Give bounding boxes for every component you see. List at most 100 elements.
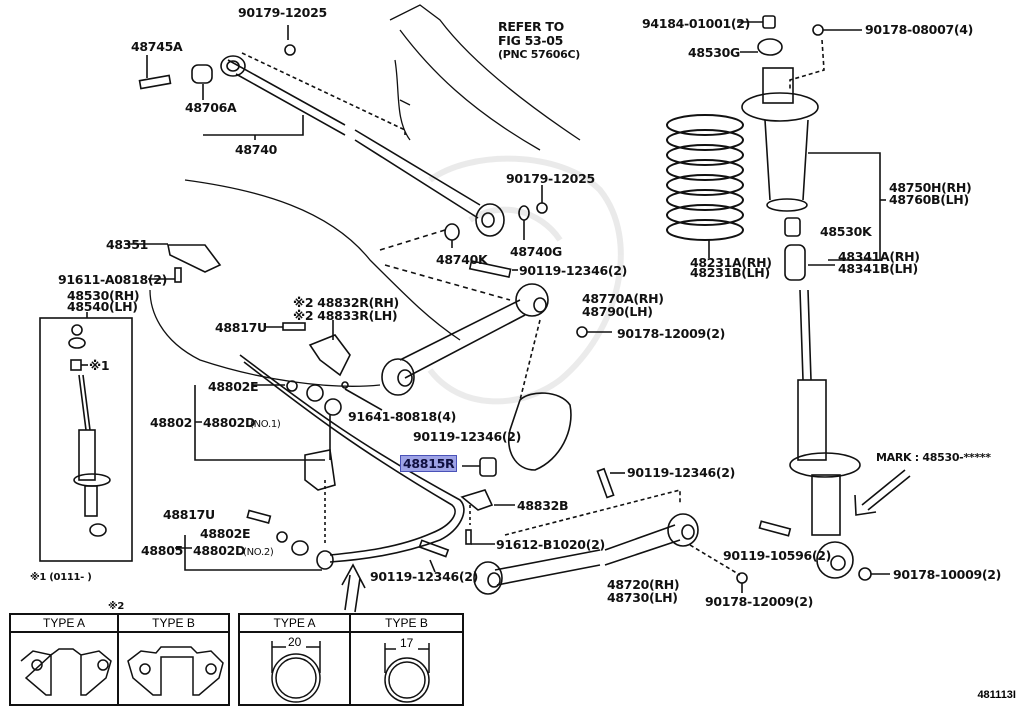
body-outline	[149, 4, 581, 387]
mark-arrow	[854, 469, 911, 516]
label-48730[interactable]: 48730(LH)	[607, 590, 678, 605]
label-48790[interactable]: 48790(LH)	[582, 304, 653, 319]
label-90119-12346-b[interactable]: 90119-12346(2)	[413, 429, 522, 444]
label-94184-01001[interactable]: 94184-01001(2)	[642, 16, 751, 31]
shock-absorber-48530	[789, 289, 861, 579]
label-48351[interactable]: 48351	[106, 237, 148, 252]
dust-boot-48750H	[764, 119, 809, 212]
label-48802[interactable]: 48802	[150, 415, 192, 430]
bracket-type-table: TYPE A TYPE B	[9, 613, 230, 706]
bushing-type-a-outer	[271, 653, 321, 703]
label-90119-12346-c[interactable]: 90119-12346(2)	[627, 465, 736, 480]
label-48802D-a[interactable]: 48802D	[203, 415, 256, 430]
dim-label-a: 20	[288, 635, 302, 649]
bushing-type-table: TYPE A TYPE B 20 17	[238, 613, 464, 706]
label-48802E-a[interactable]: 48802E	[208, 379, 259, 394]
label-91611-A0818[interactable]: 91611-A0818(2)	[58, 272, 168, 287]
label-90119-12346-d[interactable]: 90119-12346(2)	[370, 569, 479, 584]
bracket-type-b-shape	[127, 646, 224, 696]
lower-arm-48720	[473, 513, 699, 595]
label-48540-lh[interactable]: 48540(LH)	[67, 299, 138, 314]
arrow-up	[341, 563, 366, 613]
bracket-48351	[167, 244, 222, 273]
dim-line-a	[271, 641, 321, 673]
label-48740G[interactable]: 48740G	[510, 244, 562, 259]
bracket-table-header: TYPE A TYPE B	[11, 615, 228, 633]
label-48530G[interactable]: 48530G	[688, 45, 740, 60]
label-48832B[interactable]: 48832B	[517, 498, 569, 513]
label-48231A[interactable]: 48231A(RH)	[690, 255, 772, 270]
label-48740[interactable]: 48740	[235, 142, 277, 157]
label-mark-1: ※1	[89, 358, 110, 373]
bumper-48530K	[784, 217, 801, 237]
label-90178-12009-a[interactable]: 90178-12009(2)	[617, 326, 726, 341]
bushing-type-b-inner	[388, 661, 426, 699]
upper-arm-48740	[220, 55, 505, 237]
label-no1: (NO.1)	[250, 419, 281, 430]
footnote-2-symbol: ※2	[108, 601, 125, 612]
mark-note: MARK : 48530-*****	[876, 451, 991, 464]
label-90178-10009[interactable]: 90178-10009(2)	[893, 567, 1002, 582]
highlight-48815R[interactable]: 48815R	[400, 455, 458, 472]
nut-94184	[762, 15, 776, 29]
refer-to-line2[interactable]: FIG 53-05	[498, 33, 564, 48]
label-91612-B1020[interactable]: 91612-B1020(2)	[496, 537, 605, 552]
label-90119-12346-a[interactable]: 90119-12346(2)	[519, 263, 628, 278]
label-48530-rh[interactable]: 48530(RH)	[67, 288, 140, 303]
bushing-type-a-cell	[240, 615, 351, 704]
dim-label-b: 17	[400, 636, 414, 650]
washer-48530G	[757, 38, 783, 56]
label-48530K[interactable]: 48530K	[820, 224, 872, 239]
label-48770A[interactable]: 48770A(RH)	[582, 291, 664, 306]
bushing-shapes	[271, 641, 430, 703]
label-48805[interactable]: 48805	[141, 543, 183, 558]
label-48760B[interactable]: 48760B(LH)	[889, 192, 969, 207]
label-no2: (NO.2)	[243, 547, 274, 558]
bracket-type-a-shape	[20, 648, 112, 696]
bushing-type-a-inner	[275, 657, 317, 699]
label-91641-80818[interactable]: 91641-80818(4)	[348, 409, 457, 424]
coil-spring	[666, 114, 744, 241]
label-48341A[interactable]: 48341A(RH)	[838, 249, 920, 264]
shock-absorber-small	[68, 324, 111, 537]
label-90179-12025-top[interactable]: 90179-12025	[238, 5, 327, 20]
bracket-type-b-hole-right	[205, 663, 217, 675]
label-90179-12025-mid[interactable]: 90179-12025	[506, 171, 595, 186]
bracket-type-b-hole-left	[139, 663, 151, 675]
bushing-48706A	[191, 64, 213, 84]
label-48740K[interactable]: 48740K	[436, 252, 488, 267]
lower-link-48770	[381, 283, 549, 396]
bushing-type-a-header: TYPE A	[273, 616, 316, 630]
upper-mount	[741, 67, 819, 122]
knuckle	[508, 392, 572, 471]
label-48750H[interactable]: 48750H(RH)	[889, 180, 972, 195]
bolt-48745A	[138, 74, 172, 90]
label-48745A[interactable]: 48745A	[131, 39, 183, 54]
label-48802D-b[interactable]: 48802D	[193, 543, 246, 558]
bracket-48832R	[308, 334, 351, 377]
label-48817U-a[interactable]: 48817U	[215, 320, 267, 335]
label-48817U-b[interactable]: 48817U	[163, 507, 215, 522]
label-48815R-highlighted[interactable]: 48815R	[400, 455, 458, 472]
label-48706A[interactable]: 48706A	[185, 100, 237, 115]
nut-90179	[284, 44, 296, 56]
refer-to-line3: (PNC 57606C)	[498, 48, 580, 61]
label-90178-08007[interactable]: 90178-08007(4)	[865, 22, 974, 37]
label-48833R[interactable]: ※2 48833R(LH)	[293, 308, 398, 323]
label-90178-12009-b[interactable]: 90178-12009(2)	[705, 594, 814, 609]
label-48720[interactable]: 48720(RH)	[607, 577, 680, 592]
label-48832R[interactable]: ※2 48832R(RH)	[293, 295, 399, 310]
bracket-type-b-header: TYPE B	[152, 616, 195, 630]
footnote-1: ※1 (0111- )	[30, 572, 92, 583]
label-48231B[interactable]: 48231B(LH)	[690, 265, 770, 280]
dim-line-b	[384, 643, 430, 673]
bushing-48815R	[479, 457, 497, 477]
shock-assy-box	[39, 317, 133, 562]
label-90119-10596[interactable]: 90119-10596(2)	[723, 548, 832, 563]
label-48341B[interactable]: 48341B(LH)	[838, 261, 918, 276]
stabilizer-link	[304, 384, 342, 491]
label-48802E-b[interactable]: 48802E	[200, 526, 251, 541]
bushing-type-b-header: TYPE B	[385, 616, 428, 630]
